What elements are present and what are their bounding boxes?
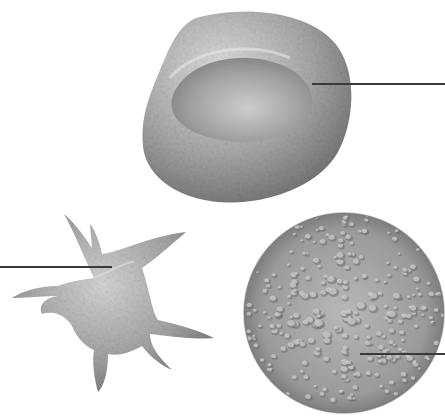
white-blood-cell bbox=[244, 213, 445, 413]
red-blood-cell bbox=[142, 12, 351, 203]
platelet-body bbox=[12, 214, 214, 392]
platelet bbox=[12, 214, 214, 392]
